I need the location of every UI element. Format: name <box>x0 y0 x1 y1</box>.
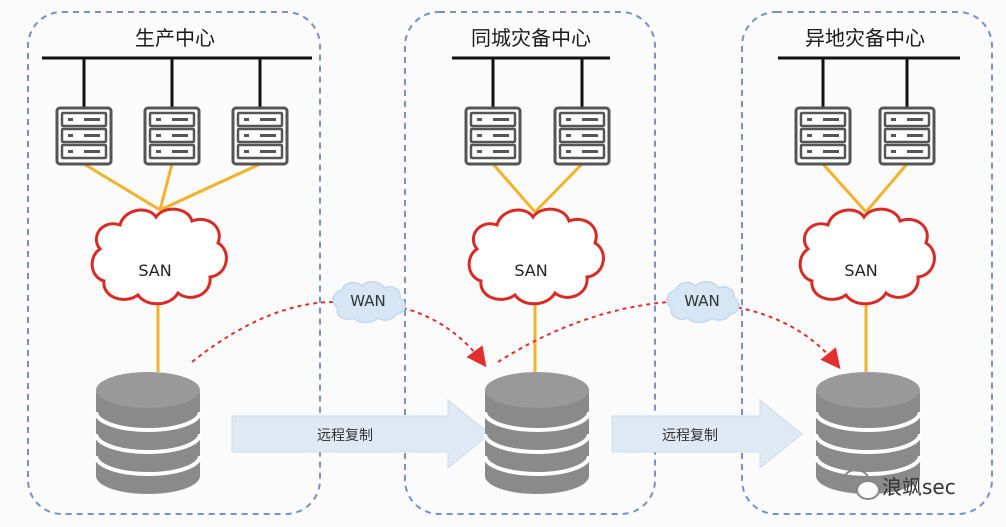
server-icon <box>143 106 201 166</box>
san-label: SAN <box>138 261 171 280</box>
fc-links <box>83 162 909 372</box>
san-cloud-icon <box>798 207 936 306</box>
bus-drops <box>82 58 909 108</box>
replication-label: 远程复制 <box>662 427 718 444</box>
site-title-remote: 异地灾备中心 <box>805 26 925 50</box>
wan-link-dashed <box>497 301 669 363</box>
storage-database-icon <box>94 370 202 496</box>
replication-arrow <box>231 398 491 470</box>
watermark-text: 浪飒sec <box>882 475 956 499</box>
site-box-remote <box>741 11 993 515</box>
server-icon <box>231 106 289 166</box>
wan-label: WAN <box>684 292 720 310</box>
san-cloud-icon <box>90 207 228 306</box>
replication-label: 远程复制 <box>317 427 373 444</box>
site-box-production <box>27 11 321 515</box>
server-icon <box>464 106 522 166</box>
wan-link-dashed <box>191 300 341 363</box>
server-icon <box>55 106 113 166</box>
server-icon <box>794 106 852 166</box>
wechat-icon <box>842 469 880 500</box>
site-box-same-city <box>404 11 656 515</box>
site-title-same-city: 同城灾备中心 <box>471 26 591 50</box>
san-label: SAN <box>514 261 547 280</box>
san-cloud-icon <box>467 207 605 306</box>
wan-link-dashed <box>394 305 487 368</box>
wan-link-dashed <box>729 305 841 370</box>
server-icon <box>553 106 611 166</box>
wan-label: WAN <box>350 292 386 310</box>
site-title-production: 生产中心 <box>135 26 215 50</box>
san-label: SAN <box>844 261 877 280</box>
replication-arrow <box>611 398 803 470</box>
storage-database-icon <box>483 370 591 496</box>
server-icon <box>878 106 936 166</box>
